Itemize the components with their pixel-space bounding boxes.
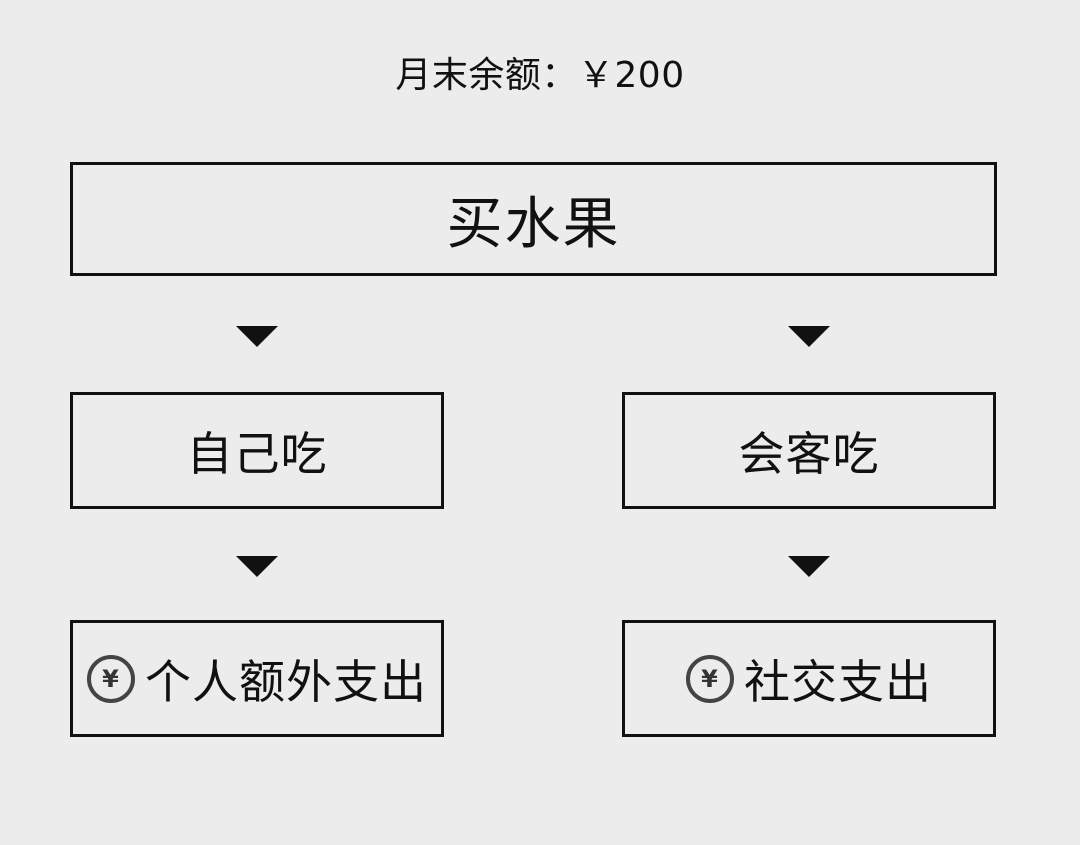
node-personal-extra-expense: ¥ 个人额外支出 [70, 620, 444, 737]
node-social-expense-label: 社交支出 [744, 654, 932, 709]
arrow-down-left-1 [236, 326, 278, 347]
arrow-down-left-2 [236, 556, 278, 577]
node-social-expense: ¥ 社交支出 [622, 620, 996, 737]
node-personal-extra-expense-label: 个人额外支出 [145, 654, 427, 709]
node-buy-fruit-label: 买水果 [446, 191, 621, 257]
arrow-down-right-1 [788, 326, 830, 347]
node-buy-fruit: 买水果 [70, 162, 997, 276]
node-eat-self: 自己吃 [70, 392, 444, 509]
yen-coin-icon: ¥ [686, 654, 734, 703]
node-eat-with-guests-label: 会客吃 [738, 426, 880, 481]
node-eat-with-guests: 会客吃 [622, 392, 996, 509]
monthly-balance-label: 月末余额：￥200 [395, 55, 685, 96]
arrow-down-right-2 [788, 556, 830, 577]
yen-coin-icon: ¥ [87, 654, 135, 703]
node-eat-self-label: 自己吃 [186, 426, 328, 481]
